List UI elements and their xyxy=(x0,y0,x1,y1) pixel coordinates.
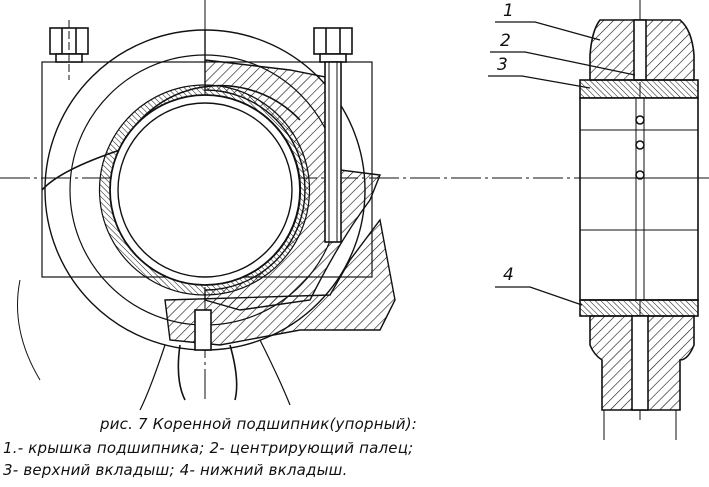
callout-4: 4 xyxy=(503,265,514,285)
shaft-bore xyxy=(109,94,301,286)
right-bolt xyxy=(313,27,353,243)
callout-leaders xyxy=(488,21,636,306)
callout-2: 2 xyxy=(500,31,511,51)
figure-title: рис. 7 Коренной подшипник(упорный): xyxy=(100,415,418,433)
side-view xyxy=(579,19,699,440)
front-view xyxy=(17,20,396,411)
callout-1: 1 xyxy=(503,1,514,21)
left-bolt xyxy=(49,20,89,80)
caption-line-1: 1.- крышка подшипника; 2- центрирующий п… xyxy=(3,439,414,457)
callout-3: 3 xyxy=(497,55,508,75)
caption-line-2: 3- верхний вкладыш; 4- нижний вкладыш. xyxy=(3,461,348,479)
